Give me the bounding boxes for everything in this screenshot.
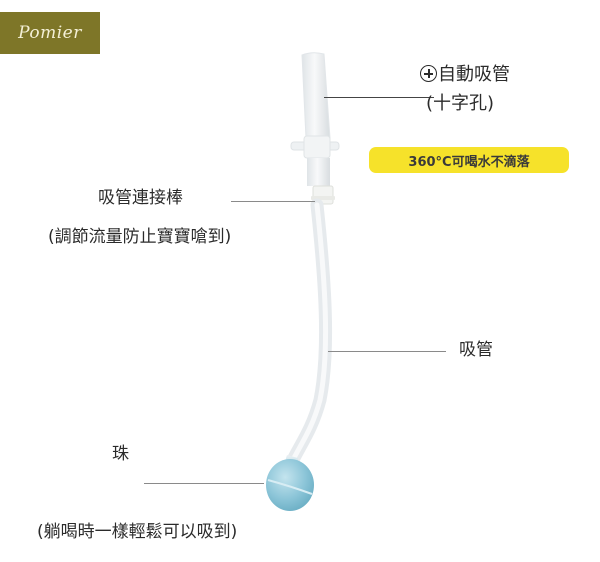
connector-leader-line [231, 201, 315, 202]
top-tube [301, 52, 331, 139]
no-spill-badge: 360°C可喝水不滴落 [369, 147, 569, 173]
auto-straw-label: 自動吸管 [420, 65, 510, 84]
ball-leader-line [144, 483, 264, 484]
auto-straw-subtitle: (十字孔) [426, 93, 495, 114]
auto-straw-leader-line [324, 97, 434, 98]
no-spill-badge-text: 360°C可喝水不滴落 [408, 154, 530, 170]
connector-subtitle: (調節流量防止寶寶嗆到) [48, 227, 232, 247]
brand-logo: Pomier [0, 12, 100, 54]
ball-label: 珠 [112, 444, 129, 464]
connector-label: 吸管連接棒 [98, 188, 183, 208]
auto-straw-title: 自動吸管 [438, 64, 510, 85]
ball [266, 459, 314, 511]
plus-circle-icon [420, 65, 437, 82]
straw-leader-line [328, 351, 446, 352]
ball-subtitle: (躺喝時一樣輕鬆可以吸到) [37, 522, 238, 542]
straw-label: 吸管 [459, 340, 493, 360]
brand-logo-text: Pomier [18, 23, 82, 43]
